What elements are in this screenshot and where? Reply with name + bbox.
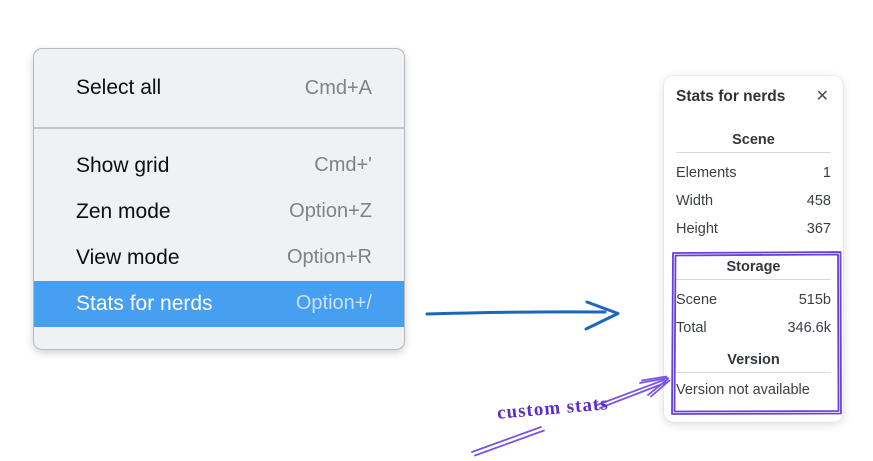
purple-arrow: [471, 375, 671, 457]
context-menu: Select all Cmd+A Show grid Cmd+' Zen mod…: [33, 48, 405, 350]
menu-item-shortcut: Cmd+A: [304, 76, 372, 99]
close-icon[interactable]: ✕: [815, 88, 829, 105]
stat-value: 346.6k: [787, 320, 831, 336]
stat-value: 1: [822, 165, 831, 181]
stat-row-width: Width 458: [676, 187, 831, 215]
menu-item-shortcut: Cmd+': [314, 154, 372, 176]
menu-item-label: Zen mode: [76, 199, 171, 223]
stat-row-scene-size: Scene 515b: [676, 286, 831, 314]
section-divider: [676, 279, 831, 280]
menu-item-view-mode[interactable]: View mode Option+R: [34, 235, 404, 281]
stats-panel: Stats for nerds ✕ Scene Elements 1 Width…: [664, 76, 843, 422]
stats-panel-title: Stats for nerds: [676, 88, 786, 105]
annotation-custom-stats: custom stats: [496, 393, 610, 424]
stat-value: 515b: [798, 292, 831, 308]
menu-divider: [34, 127, 404, 129]
menu-item-label: Show grid: [76, 153, 170, 177]
menu-item-zen-mode[interactable]: Zen mode Option+Z: [34, 189, 404, 235]
stat-label: Total: [676, 320, 707, 336]
stat-row-elements: Elements 1: [676, 159, 831, 187]
version-note: Version not available: [676, 382, 810, 398]
stat-row-total-size: Total 346.6k: [676, 314, 831, 342]
blue-arrow: [425, 300, 620, 331]
menu-item-shortcut: Option+Z: [289, 200, 372, 222]
stat-value: 458: [806, 193, 831, 209]
section-heading-storage: Storage: [726, 259, 781, 275]
menu-item-label: Stats for nerds: [76, 291, 213, 315]
menu-item-label: View mode: [76, 245, 180, 269]
menu-section-top: Select all Cmd+A: [34, 49, 404, 127]
scene-rows: Elements 1 Width 458 Height 367: [676, 159, 831, 243]
section-heading-scene: Scene: [732, 132, 775, 148]
menu-item-select-all[interactable]: Select all Cmd+A: [34, 65, 404, 111]
storage-rows: Scene 515b Total 346.6k: [676, 286, 831, 342]
menu-section-bottom: Show grid Cmd+' Zen mode Option+Z View m…: [34, 129, 404, 327]
menu-item-show-grid[interactable]: Show grid Cmd+': [34, 143, 404, 189]
stats-panel-header: Stats for nerds ✕: [676, 86, 831, 108]
menu-item-stats-for-nerds[interactable]: Stats for nerds Option+/: [34, 280, 404, 327]
section-divider: [676, 372, 831, 373]
stat-label: Width: [676, 193, 714, 209]
menu-item-shortcut: Option+/: [295, 292, 372, 314]
section-heading-version: Version: [727, 352, 780, 368]
stat-value: 367: [806, 221, 831, 237]
section-divider: [676, 152, 831, 153]
menu-item-label: Select all: [76, 76, 162, 99]
stat-label: Elements: [676, 165, 737, 181]
stat-label: Scene: [676, 292, 718, 308]
stat-label: Height: [676, 221, 718, 237]
stat-row-height: Height 367: [676, 215, 831, 243]
menu-item-shortcut: Option+R: [286, 246, 372, 268]
